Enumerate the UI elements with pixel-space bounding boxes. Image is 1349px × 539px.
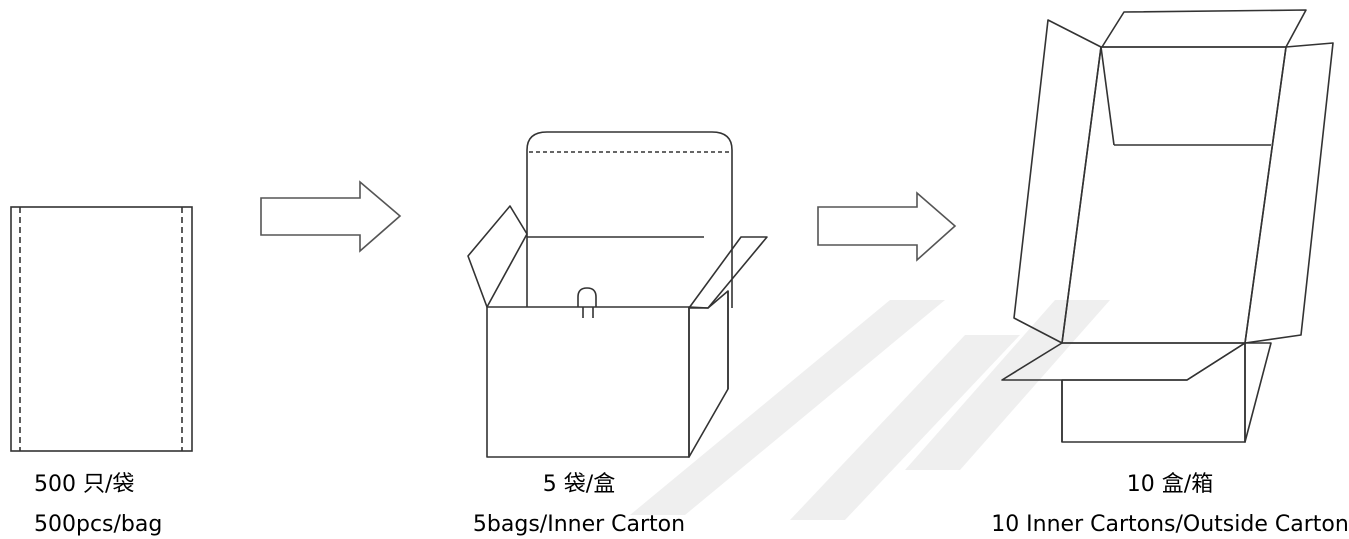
inner-carton-icon [467,131,768,458]
step-1-label-en: 500pcs/bag [34,512,163,537]
right-arrow-icon [260,180,402,253]
step-1-label-cn: 500 只/袋 [34,472,135,497]
step-2-label-en: 5bags/Inner Carton [472,512,686,537]
right-arrow-icon [817,191,957,262]
step-3-label-en: 10 Inner Cartons/Outside Carton [991,512,1349,537]
watermark [630,300,1110,520]
outside-carton-icon [1001,9,1334,443]
step-3-label-cn: 10 盒/箱 [1126,472,1214,497]
step-2-label-cn: 5 袋/盒 [542,472,616,497]
bag-icon [10,206,193,452]
